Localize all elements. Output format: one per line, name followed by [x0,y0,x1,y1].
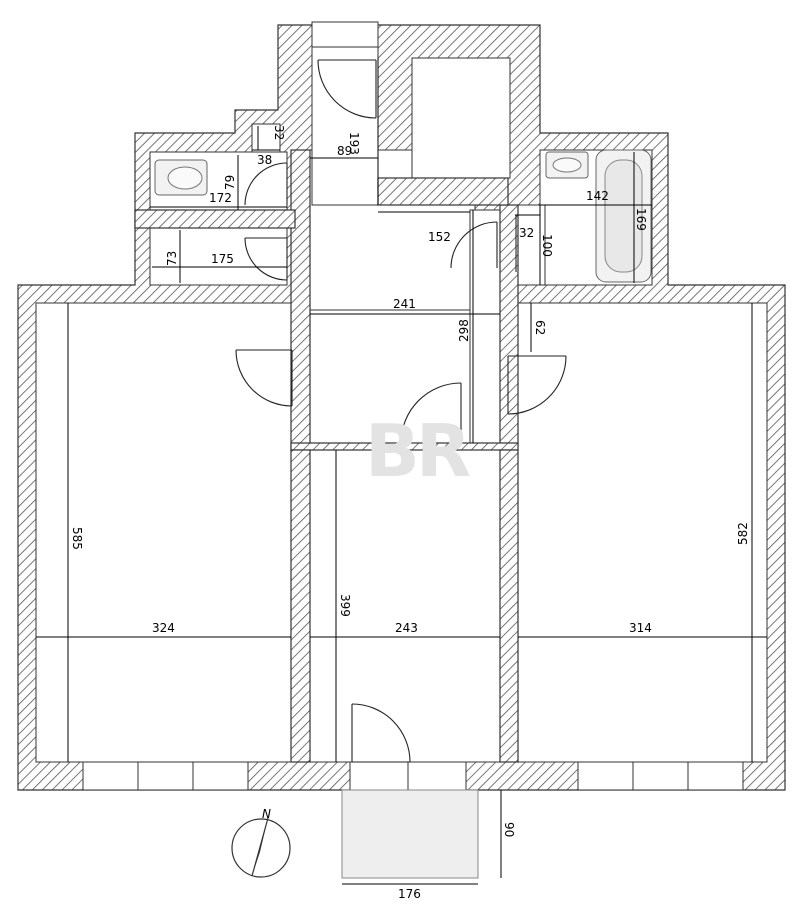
dim-label-243: 243 [395,621,418,635]
window-mid-1 [349,761,409,791]
doors [235,59,567,763]
dim-label-175: 175 [211,252,234,266]
dim-label-176: 176 [398,887,421,901]
door-hall [400,382,462,444]
room-right-bedroom [517,302,768,763]
dimension-lines [36,58,767,885]
dimension-labels: 193 89 32 38 79 172 73 175 152 142 169 3… [70,125,750,901]
room-shaft [411,57,511,179]
watermark: BR [365,409,470,493]
door-balcony [351,703,411,763]
rooms [35,44,768,763]
dim-label-152: 152 [428,230,451,244]
window-right-2 [632,761,689,791]
room-corridor-right [469,209,506,446]
fixtures [154,149,652,283]
window-left-2 [137,761,194,791]
compass-circle [231,818,291,878]
dim-label-169: 169 [634,208,648,231]
door-corridor-right [450,221,498,269]
room-small-niche [251,123,281,153]
door-toilet [244,162,288,206]
window-right-1 [577,761,634,791]
dim-label-142: 142 [586,189,609,203]
dim-label-324: 324 [152,621,175,635]
door-storage [244,237,288,281]
dim-label-32-bath: 32 [519,226,534,240]
windows [82,21,744,791]
balcony [341,789,479,879]
dim-label-62: 62 [533,320,547,335]
dim-label-241: 241 [393,297,416,311]
dim-label-314: 314 [629,621,652,635]
door-right-bedroom [507,355,567,415]
dim-label-38: 38 [257,153,272,167]
dim-label-582: 582 [736,522,750,545]
dim-label-585: 585 [70,527,84,550]
door-entrance [317,59,377,119]
dim-label-32-top: 32 [272,125,286,140]
dim-label-298: 298 [457,319,471,342]
dim-label-100: 100 [540,234,554,257]
dim-label-89: 89 [337,144,352,158]
window-left-3 [192,761,249,791]
entrance-opening [311,21,379,48]
window-right-3 [687,761,744,791]
internal-walls [134,149,519,763]
dim-label-79: 79 [223,175,237,190]
compass: N [231,807,291,878]
window-mid-2 [407,761,467,791]
dim-label-172: 172 [209,191,232,205]
dim-label-193: 193 [347,132,361,155]
window-left-1 [82,761,139,791]
dim-label-73: 73 [165,251,179,266]
dim-label-90: 90 [502,822,516,837]
toilet-fixture [154,159,208,196]
door-left-bedroom [235,349,293,407]
dim-label-399: 399 [338,594,352,617]
compass-north-label: N [262,807,271,821]
room-left-bedroom [35,302,292,763]
sink-fixture [545,151,589,179]
bathtub-fixture [595,149,652,283]
room-entrance [311,44,379,206]
